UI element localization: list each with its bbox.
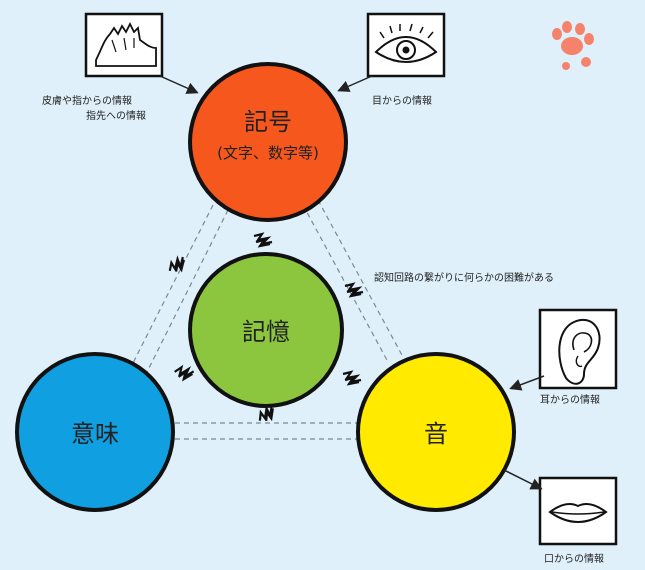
symbol-node (188, 62, 348, 222)
mouth-caption: 口からの情報 (544, 552, 604, 565)
lightning-icon (253, 232, 273, 248)
sound-label: 音 (424, 420, 448, 448)
meaning-node (15, 352, 175, 512)
lightning-icon (342, 370, 362, 386)
symbol-sublabel: (文字、数字等) (217, 144, 319, 162)
lightning-icon (258, 404, 274, 422)
lightning-icon (168, 255, 185, 273)
lightning-icon (344, 282, 364, 298)
link-note: 認知回路の繋がりに何らかの困難がある (374, 271, 554, 284)
memory-label: 記憶 (242, 318, 290, 346)
hand-caption-2: 指先への情報 (86, 109, 146, 122)
hand-caption-1: 皮膚や指からの情報 (42, 94, 132, 107)
eye-icon (366, 12, 446, 78)
mouth-icon (538, 476, 618, 546)
meaning-label: 意味 (71, 420, 119, 448)
lightning-icons (168, 232, 364, 422)
eye-caption: 目からの情報 (372, 94, 432, 107)
lightning-icon (174, 364, 195, 382)
ear-caption: 耳からの情報 (540, 393, 600, 406)
paw-icon (552, 21, 594, 70)
ear-icon (538, 308, 618, 390)
connector-lines (131, 199, 404, 440)
symbol-label: 記号 (244, 108, 292, 136)
sound-node (356, 352, 516, 512)
hand-icon (84, 12, 164, 78)
